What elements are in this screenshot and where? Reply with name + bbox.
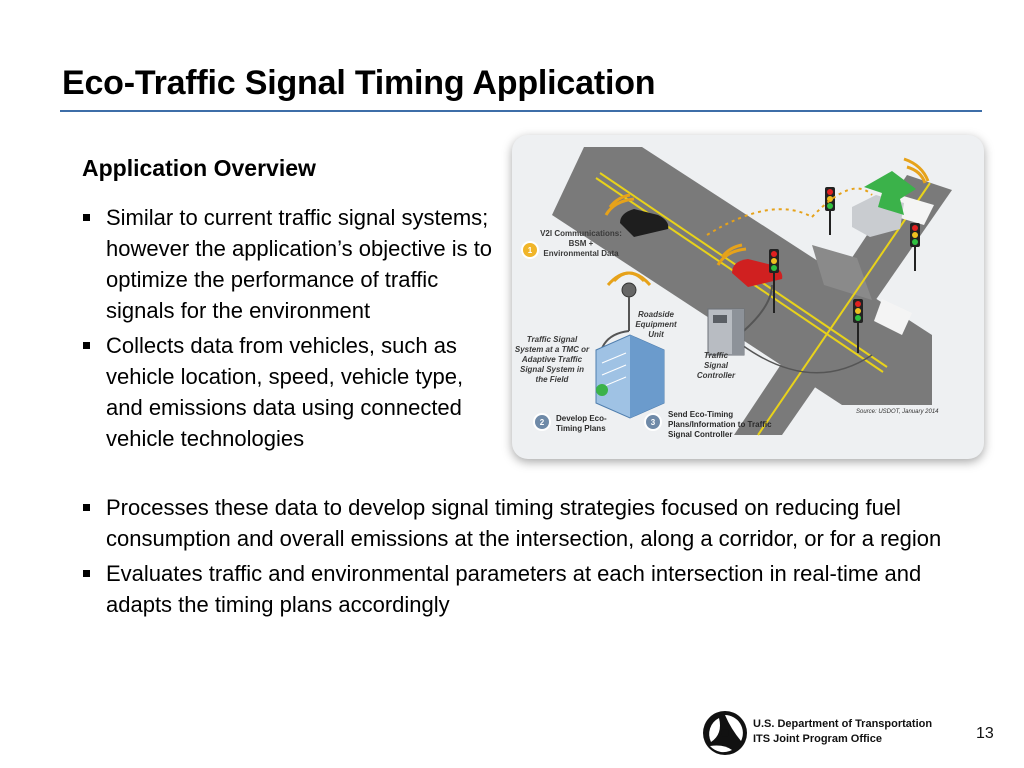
roadside-antenna [606, 271, 652, 331]
cable [741, 344, 873, 374]
crosswalk [874, 299, 912, 335]
comm-path [706, 208, 813, 236]
intersection-illustration [521, 147, 952, 436]
v2i-label: V2I Communications: BSM + Environmental … [540, 229, 622, 258]
step3-number: 3 [650, 418, 656, 427]
step2-label: Develop Eco-Timing Plans [556, 414, 607, 433]
lane-line [757, 182, 931, 436]
step-badge-1 [521, 241, 539, 259]
traffic-light [825, 187, 835, 235]
traffic-light [769, 249, 779, 313]
traffic-light [910, 223, 920, 271]
usdot-logo [702, 710, 748, 761]
intersection-box [812, 245, 872, 300]
step2-number: 2 [539, 418, 545, 427]
bullet-list-bottom: Processes these data to develop signal t… [80, 492, 980, 624]
cross-road [734, 175, 952, 435]
bullet-item: Collects data from vehicles, such as veh… [80, 330, 500, 454]
bullet-item: Processes these data to develop signal t… [80, 492, 980, 554]
traffic-light [853, 299, 863, 353]
intersection-diagram: 1 V2I Communications: BSM + Environmenta… [512, 135, 984, 459]
bullet-list-top: Similar to current traffic signal system… [80, 202, 500, 458]
footer-org-line2: ITS Joint Program Office [753, 733, 882, 745]
step3-label: Send Eco-Timing Plans/Information to Tra… [668, 410, 772, 439]
step1-number: 1 [527, 246, 533, 255]
black-car [604, 193, 669, 237]
signal-controller-cabinet [707, 308, 745, 356]
footer-org-line1: U.S. Department of Transportation [753, 718, 933, 730]
page-number: 13 [976, 725, 994, 742]
tmc-building-icon [595, 334, 665, 419]
controller-label: Traffic Signal Controller [696, 351, 736, 380]
rse-label: Roadside Equipment Unit [635, 310, 677, 339]
step-badge-2 [533, 413, 551, 431]
slide-title: Eco-Traffic Signal Timing Application [62, 64, 656, 102]
figure-source: Source: USDOT, January 2014 [856, 409, 939, 415]
comm-path [811, 187, 873, 218]
bullet-item: Similar to current traffic signal system… [80, 202, 500, 326]
step-badge-3 [644, 413, 662, 431]
usdot-logo-icon [703, 711, 747, 755]
section-subtitle: Application Overview [82, 155, 316, 181]
truck [852, 157, 930, 237]
footer-org: U.S. Department of Transportation ITS Jo… [753, 717, 932, 747]
title-rule [60, 110, 982, 112]
tmc-label: Traffic Signal System at a TMC or Adapti… [514, 335, 590, 384]
bullet-item: Evaluates traffic and environmental para… [80, 558, 980, 620]
